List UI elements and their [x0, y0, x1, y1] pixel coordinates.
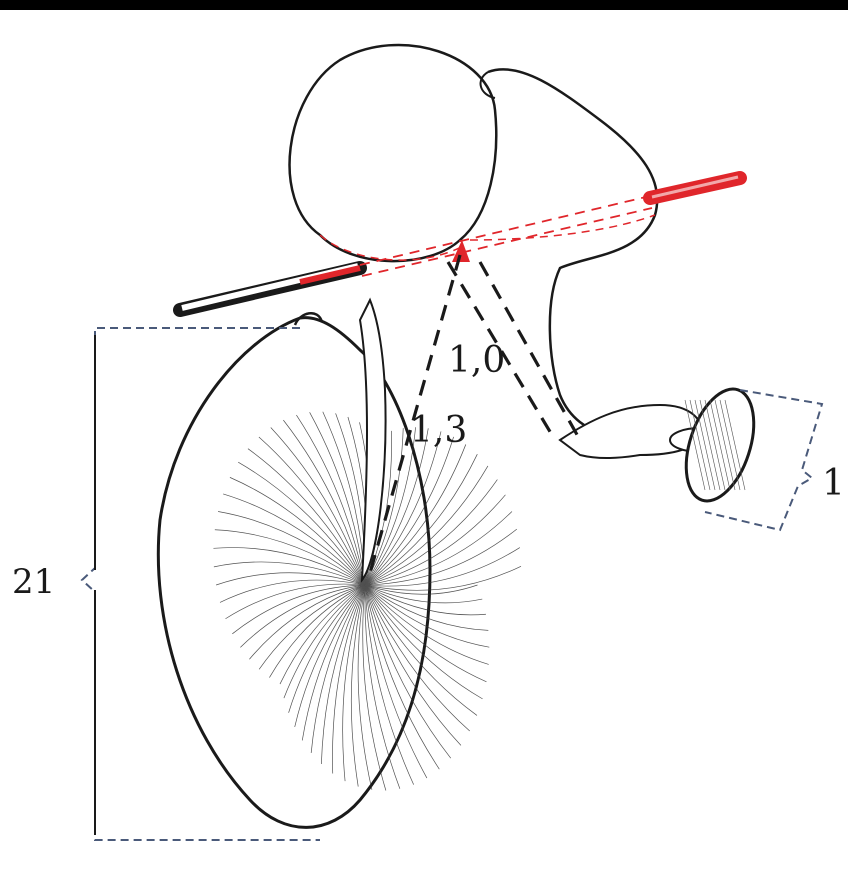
malleus-head [290, 45, 497, 261]
label-malleus-incus-length: 1,3 [410, 410, 467, 451]
incus [488, 69, 657, 432]
label-incus-stapes-length: 1,0 [448, 340, 505, 381]
label-tympanic-membrane-size: 21 [12, 562, 55, 602]
label-stapes-footplate-size: 1 [822, 463, 845, 504]
tympanic-membrane [158, 313, 521, 827]
